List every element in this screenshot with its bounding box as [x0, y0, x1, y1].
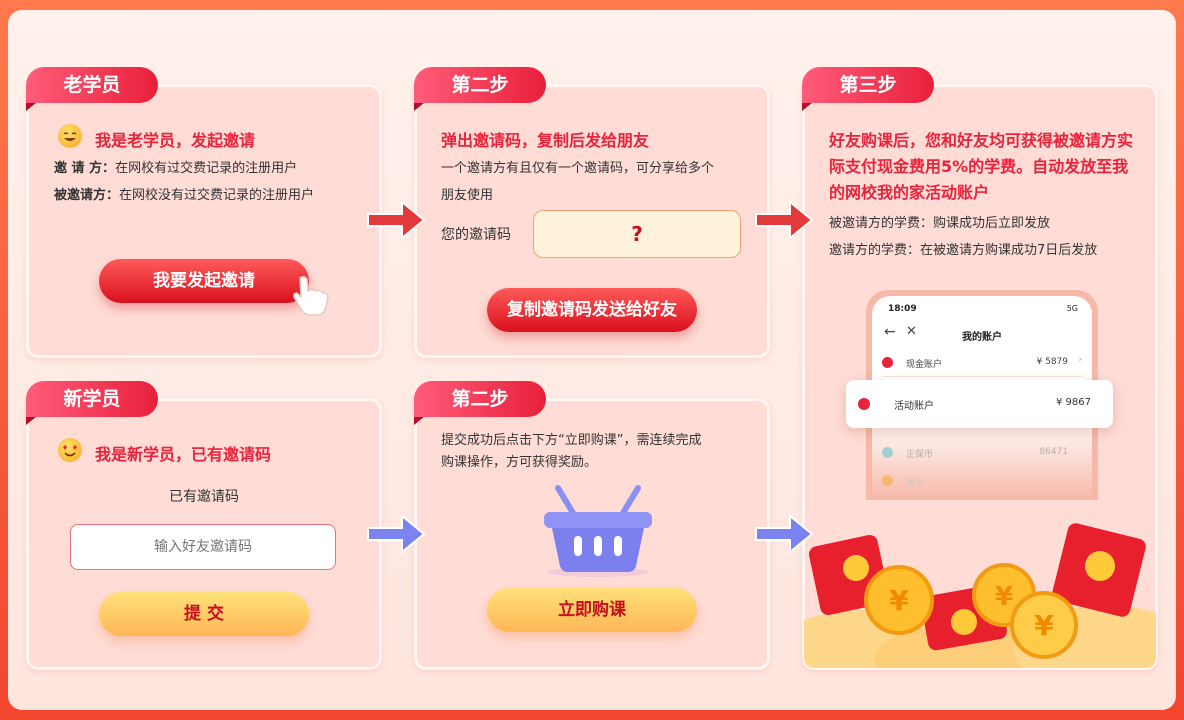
inviter-line: 邀 请 方：在网校有过交费记录的注册用户	[54, 155, 297, 182]
account-row-coin[interactable]: 正保币 86471	[882, 444, 1082, 466]
coin-label: 正保币	[906, 450, 934, 460]
back-arrow-icon[interactable]: ←	[884, 324, 896, 340]
step3-tag: 第三步	[802, 67, 934, 111]
heart-eyes-emoji-icon	[58, 438, 82, 462]
close-icon[interactable]: ✕	[906, 324, 917, 339]
step2-top-desc-2: 朋友使用	[441, 188, 494, 203]
step3-line-2: 邀请方的学费：在被邀请方购课成功7日后发放	[829, 243, 1098, 258]
cash-icon	[882, 357, 893, 368]
code-label: 您的邀请码	[441, 227, 511, 243]
friend-code-input[interactable]	[70, 524, 336, 570]
cash-value: ¥ 5879	[1036, 357, 1069, 367]
step2-top-heading: 弹出邀请码，复制后发给朋友	[441, 131, 650, 150]
new-student-tag: 新学员	[26, 381, 158, 425]
invitee-desc: 在网校没有过交费记录的注册用户	[119, 188, 315, 203]
step2-top-desc-1: 一个邀请方有且仅有一个邀请码，可分享给多个	[441, 161, 715, 176]
coin-icon	[882, 447, 893, 458]
smile-emoji-icon	[58, 124, 82, 148]
arrow-right-icon	[754, 199, 814, 241]
copy-code-button[interactable]: 复制邀请码发送给好友	[487, 288, 697, 332]
old-student-heading: 我是老学员，发起邀请	[95, 131, 256, 150]
invite-code-value: ?	[631, 222, 643, 246]
submit-button[interactable]: 提 交	[99, 592, 309, 636]
account-row-gold[interactable]: 金币	[882, 472, 1082, 490]
step2-bottom-desc-2: 购课操作，方可获得奖励。	[441, 455, 598, 470]
svg-text:¥: ¥	[889, 584, 909, 617]
gold-label: 金币	[906, 478, 925, 488]
inviter-desc: 在网校有过交费记录的注册用户	[115, 161, 298, 176]
step3-line-1: 被邀请方的学费：购课成功后立即发放	[829, 216, 1051, 231]
chevron-right-icon: ›	[1078, 355, 1082, 365]
coin-value: 86471	[1039, 447, 1068, 457]
start-invite-button[interactable]: 我要发起邀请	[99, 259, 309, 303]
step3-heading-3: 的网校我的家活动账户	[829, 183, 990, 202]
arrow-right-icon	[366, 199, 426, 241]
svg-text:¥: ¥	[995, 582, 1013, 612]
inviter-label: 邀 请 方：	[54, 161, 116, 176]
gold-icon	[882, 475, 893, 486]
have-code-label: 已有邀请码	[169, 489, 239, 505]
step3-heading-1: 好友购课后，您和好友均可获得被邀请方实	[829, 131, 1134, 150]
activity-label: 活动账户	[894, 401, 934, 412]
svg-text:¥: ¥	[1034, 609, 1054, 642]
arrow-right-icon	[366, 513, 426, 555]
activity-value: ¥ 9867	[1056, 397, 1091, 408]
step2-bottom-desc-1: 提交成功后点击下方“立即购课”，需连续完成	[441, 433, 702, 448]
activity-icon	[858, 398, 870, 410]
invitee-line: 被邀请方：在网校没有过交费记录的注册用户	[54, 182, 314, 209]
reward-illustration: ¥ ¥ ¥	[804, 500, 1156, 668]
invitee-label: 被邀请方：	[54, 188, 120, 203]
phone-title: 我的账户	[962, 332, 1002, 343]
invite-code-box: ?	[533, 210, 741, 258]
buy-course-button[interactable]: 立即购课	[487, 588, 697, 632]
account-row-cash[interactable]: 现金账户 ¥ 5879 ›	[882, 354, 1082, 377]
pointer-hand-icon	[290, 274, 330, 320]
phone-signal: 5G	[1066, 304, 1078, 313]
new-student-heading: 我是新学员，已有邀请码	[95, 445, 272, 464]
arrow-right-icon	[754, 513, 814, 555]
step2-bottom-tag: 第二步	[414, 381, 546, 425]
old-student-tag: 老学员	[26, 67, 158, 111]
phone-time: 18:09	[888, 304, 917, 314]
shopping-basket-icon	[538, 480, 658, 582]
cash-label: 现金账户	[906, 360, 943, 370]
step3-heading-2: 际支付现金费用5%的学费。自动发放至我	[829, 157, 1129, 176]
activity-account-card[interactable]: 活动账户 ¥ 9867	[846, 380, 1113, 428]
step2-top-tag: 第二步	[414, 67, 546, 111]
